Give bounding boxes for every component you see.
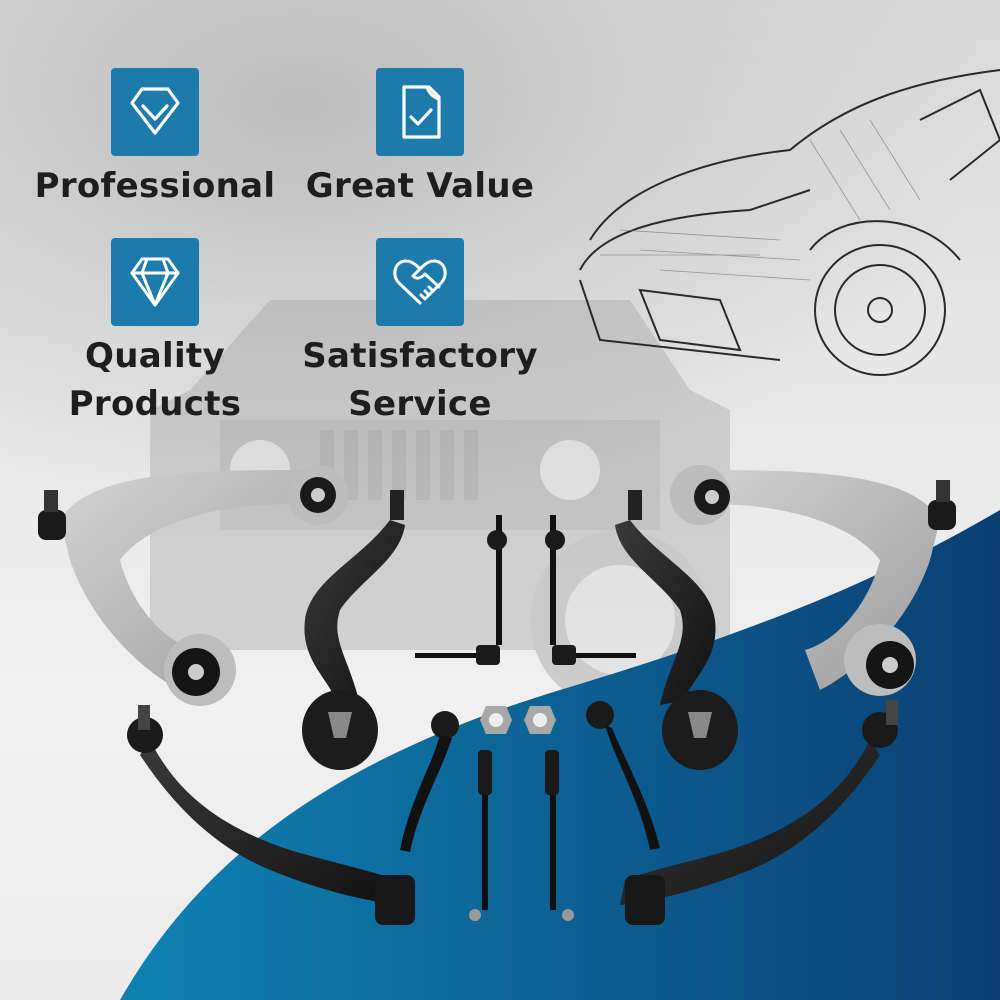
inner-tie-rod-left: [469, 750, 492, 921]
feature-label: Professional: [34, 166, 276, 206]
diamond-icon: [111, 238, 199, 326]
feature-great-value: Great Value: [295, 68, 545, 210]
stabilizer-link-right: [545, 515, 636, 665]
feature-label: Great Value: [305, 166, 535, 206]
front-lower-arm-left: [302, 490, 405, 770]
feature-label: Quality Products: [68, 336, 242, 424]
lower-control-arm-right: [620, 700, 898, 925]
lock-nut-left: [480, 706, 512, 734]
document-check-icon: [376, 68, 464, 156]
feature-professional: Professional: [30, 68, 280, 210]
lower-control-arm-left: [127, 705, 415, 925]
feature-satisfactory-service: Satisfactory Service: [295, 238, 545, 428]
lock-nut-right: [524, 706, 556, 734]
feature-label: Satisfactory Service: [302, 336, 538, 424]
outer-tie-rod-end-right: [586, 701, 660, 850]
outer-tie-rod-end-left: [400, 711, 459, 852]
upper-control-arm-left: [38, 465, 348, 706]
front-lower-arm-right: [615, 490, 738, 770]
heart-handshake-icon: [376, 238, 464, 326]
upper-control-arm-right: [670, 465, 956, 696]
wireframe-car-sketch: [579, 69, 1000, 376]
feature-quality-products: Quality Products: [30, 238, 280, 428]
shield-check-icon: [111, 68, 199, 156]
inner-tie-rod-right: [545, 750, 574, 921]
stabilizer-link-left: [415, 515, 507, 665]
